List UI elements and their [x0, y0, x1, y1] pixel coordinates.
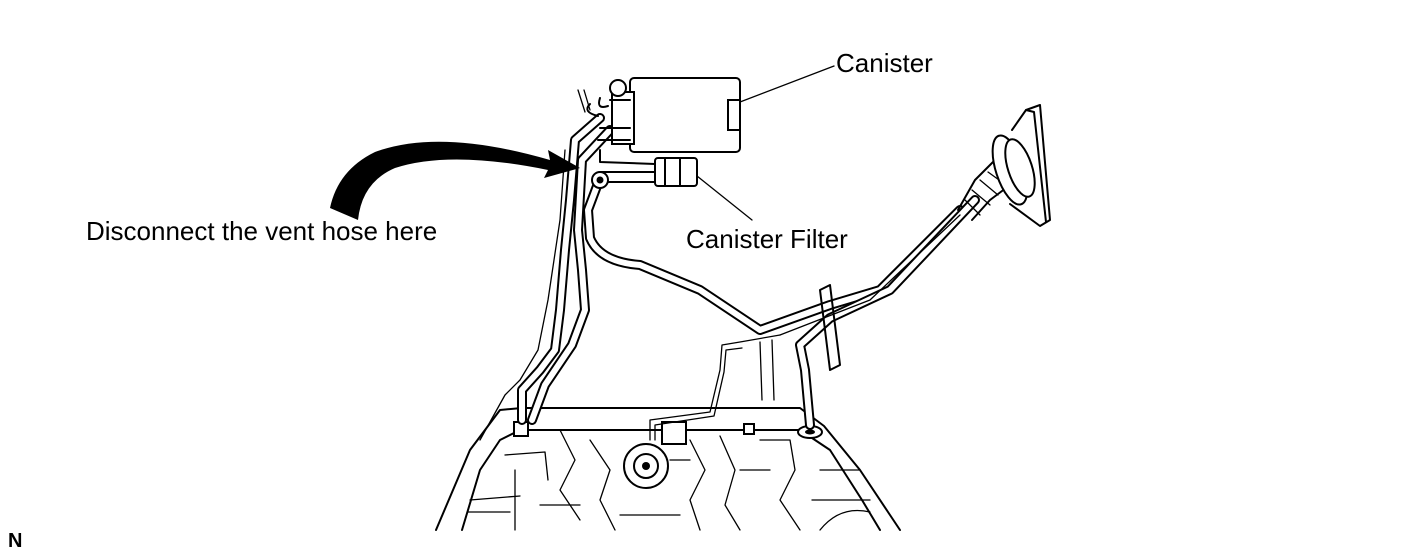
- canister-filter-leader-line: [696, 175, 753, 221]
- vent-connection: [591, 171, 609, 189]
- canister: [577, 77, 741, 183]
- fuel-tank: [435, 407, 901, 531]
- canister-label: Canister: [836, 48, 933, 78]
- figure-code: N: [8, 530, 23, 552]
- vent-hose: [583, 173, 965, 335]
- fuel-pump-sender: [623, 443, 669, 489]
- evap-line: [479, 113, 615, 441]
- pointer-arrow: [330, 141, 580, 220]
- canister-filter: [654, 157, 698, 187]
- canister-filter-label: Canister Filter: [686, 224, 848, 254]
- filler-neck: [957, 104, 1051, 227]
- breather-line: [649, 214, 961, 441]
- vent-hose-instruction-label: Disconnect the vent hose here: [86, 216, 438, 246]
- fuel-inlet-pipe: [795, 195, 980, 430]
- canister-leader-line: [739, 65, 835, 103]
